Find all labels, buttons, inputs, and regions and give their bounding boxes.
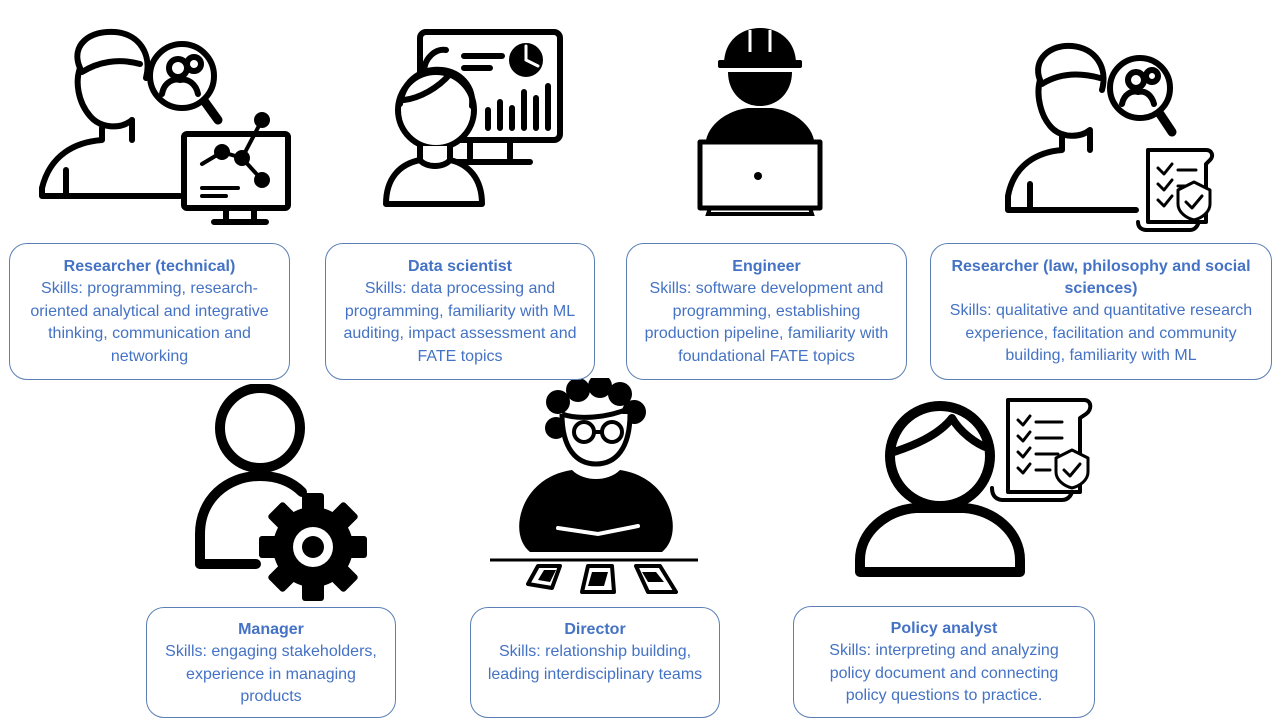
role-card-researcher-social: Researcher (law, philosophy and social s…	[930, 243, 1272, 380]
role-title: Engineer	[732, 258, 801, 275]
role-card-engineer: Engineer Skills: software development an…	[626, 243, 907, 380]
role-card-data-scientist: Data scientist Skills: data processing a…	[325, 243, 595, 380]
engineer-laptop-icon	[690, 26, 830, 218]
role-title: Director	[564, 621, 626, 638]
role-skills: Skills: engaging stakeholders, experienc…	[165, 643, 377, 705]
researcher-chart-icon	[30, 20, 300, 230]
role-card-director: Director Skills: relationship building, …	[470, 607, 720, 718]
role-title: Data scientist	[407, 258, 513, 275]
researcher-document-icon	[1000, 40, 1225, 236]
policy-document-icon	[852, 396, 1097, 580]
role-skills: Skills: data processing and programming,…	[343, 280, 577, 365]
role-skills: Skills: interpreting and analyzing polic…	[829, 642, 1059, 704]
role-skills: Skills: programming, research-oriented a…	[30, 280, 269, 365]
role-card-policy-analyst: Policy analyst Skills: interpreting and …	[793, 606, 1095, 718]
role-card-researcher-technical: Researcher (technical) Skills: programmi…	[9, 243, 290, 380]
role-title: Researcher (technical)	[63, 258, 236, 275]
data-scientist-dashboard-icon	[380, 28, 570, 212]
role-title: Manager	[238, 621, 304, 638]
manager-gear-icon	[190, 384, 370, 604]
director-desk-icon	[488, 378, 703, 600]
role-card-manager: Manager Skills: engaging stakeholders, e…	[146, 607, 396, 718]
role-title: Policy analyst	[890, 620, 998, 637]
role-skills: Skills: software development and program…	[644, 280, 889, 365]
role-skills: Skills: qualitative and quantitative res…	[949, 302, 1253, 364]
role-title: Researcher (law, philosophy and social s…	[951, 258, 1251, 297]
role-skills: Skills: relationship building, leading i…	[487, 643, 703, 683]
